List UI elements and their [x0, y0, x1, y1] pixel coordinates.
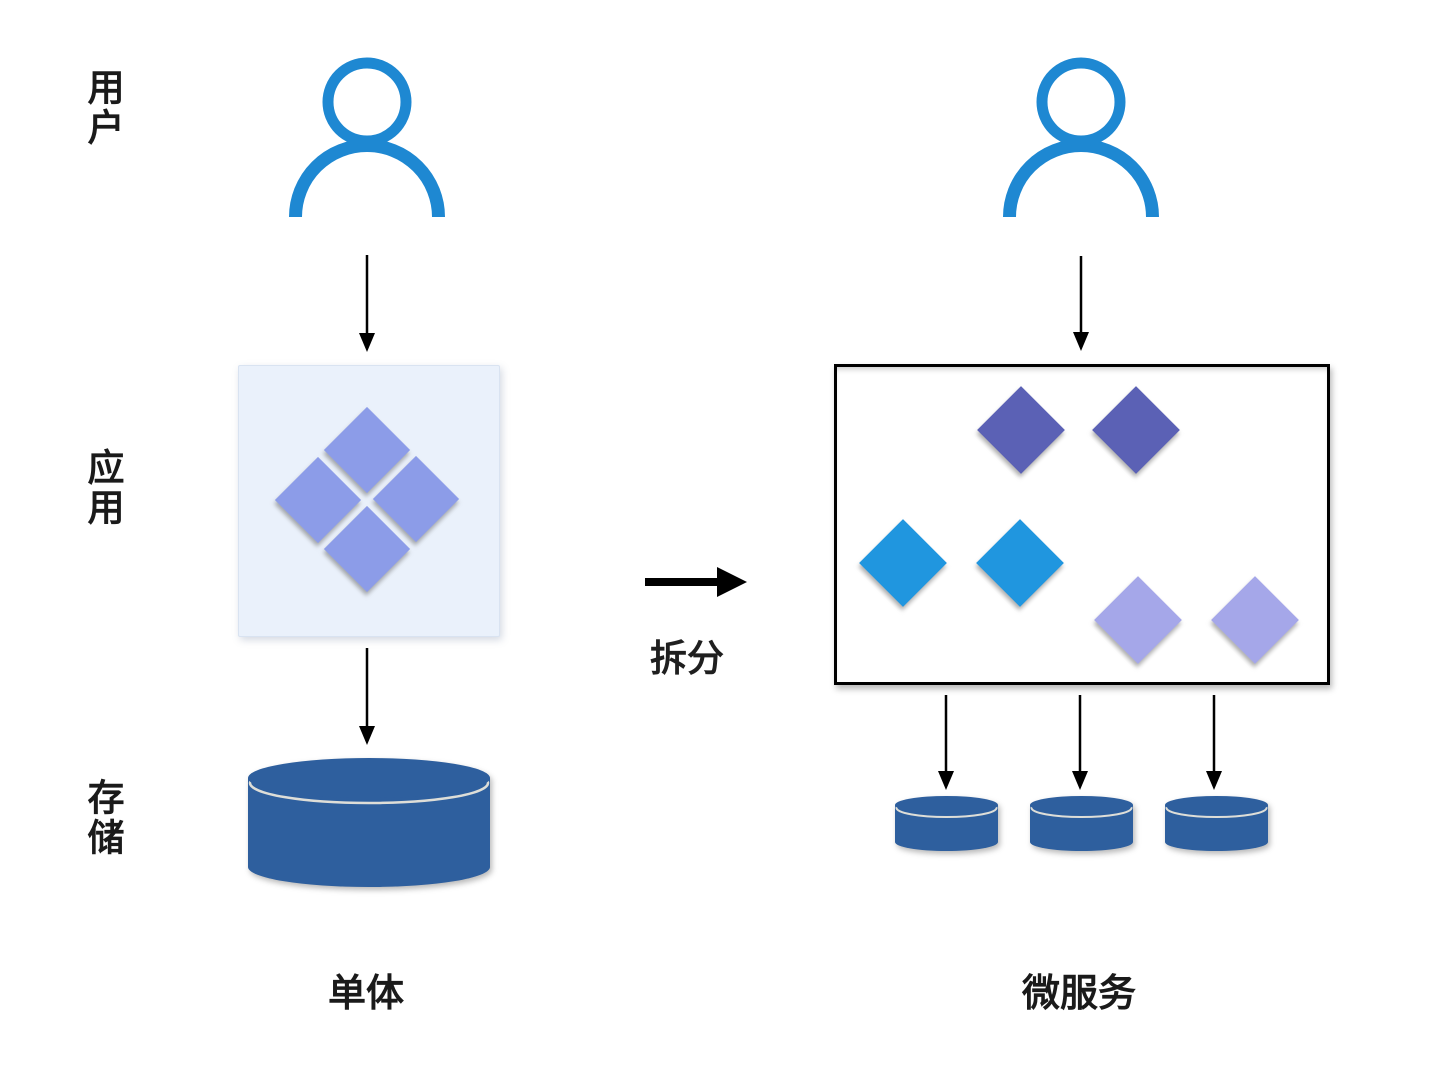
caption-monolith: 单体 — [327, 973, 405, 1015]
arrow-monolith-to-db — [359, 648, 375, 745]
database-icon-monolith — [248, 758, 490, 887]
row-label-application: 应用 — [82, 448, 123, 528]
caption-microservices: 微服务 — [1021, 973, 1137, 1015]
database-icon-service-3 — [1165, 796, 1268, 851]
cylinder-top — [1030, 796, 1133, 814]
user-icon-right — [1003, 57, 1159, 218]
monolith-diamond-left — [274, 456, 362, 544]
microservice-diamond-lavender-1 — [1094, 576, 1182, 664]
microservice-diamond-blue-2 — [976, 519, 1064, 607]
arrow-head — [359, 333, 375, 352]
user-shoulders-shape — [289, 139, 445, 218]
monolith-diamond-cluster — [274, 406, 460, 593]
microservice-diamond-blue-1 — [859, 519, 947, 607]
arrow-head — [1206, 771, 1222, 790]
database-icon-service-1 — [895, 796, 998, 851]
cylinder-top — [895, 796, 998, 814]
arrow-user-to-microservices — [1073, 256, 1089, 351]
cylinder-body — [248, 778, 490, 887]
cylinder-top — [1165, 796, 1268, 814]
arrow-head — [359, 726, 375, 745]
arrow-head — [1073, 332, 1089, 351]
microservices-diamond-cluster — [859, 386, 1299, 664]
monolith-diamond-top — [323, 406, 411, 494]
row-label-user: 用户 — [82, 68, 123, 148]
microservice-diamond-purple-2 — [1092, 386, 1180, 474]
monolith-diamond-bottom — [323, 505, 411, 593]
row-label-storage: 存储 — [82, 778, 123, 858]
split-arrow-icon — [645, 567, 747, 597]
arrow-box-to-db-2 — [1072, 695, 1088, 790]
arrow-shaft — [645, 578, 719, 586]
user-icon-left — [289, 57, 445, 218]
split-arrow-label: 拆分 — [650, 638, 724, 679]
arrow-head — [1072, 771, 1088, 790]
user-shoulders-shape — [1003, 139, 1159, 218]
microservice-diamond-purple-1 — [977, 386, 1065, 474]
user-head-shape — [1036, 57, 1126, 147]
user-head-shape — [322, 57, 412, 147]
arrow-head — [717, 567, 747, 597]
database-icon-service-2 — [1030, 796, 1133, 851]
arrow-user-to-monolith — [359, 255, 375, 352]
cylinder-top — [248, 758, 490, 798]
monolith-diamond-right — [372, 455, 460, 543]
microservice-diamond-lavender-2 — [1211, 576, 1299, 664]
arrow-box-to-db-1 — [938, 695, 954, 790]
arrow-head — [938, 771, 954, 790]
arrow-box-to-db-3 — [1206, 695, 1222, 790]
